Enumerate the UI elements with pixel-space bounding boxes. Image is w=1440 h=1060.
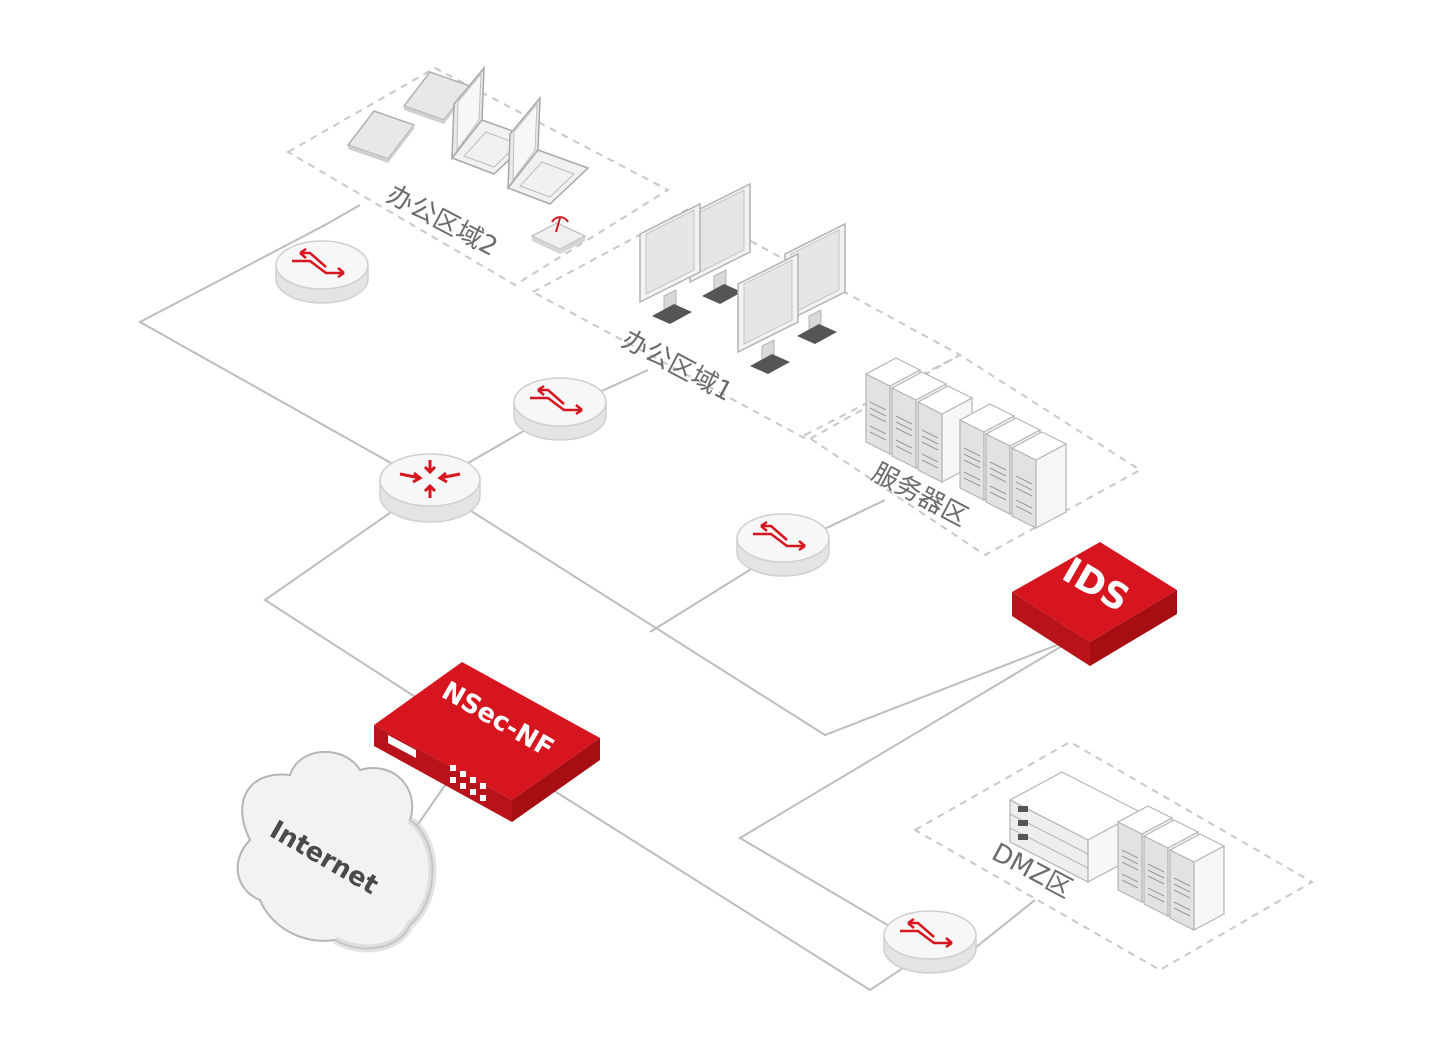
firewall-appliance: NSec-NF — [374, 662, 600, 822]
core-router-icon — [379, 453, 481, 523]
internet-cloud-icon: Internet — [236, 750, 437, 953]
wifi-ap-icon — [530, 216, 587, 254]
zone-server: 服务器区 — [803, 353, 1142, 557]
zone-office1-label: 办公区域1 — [617, 325, 738, 408]
switch-icon-dmz — [882, 909, 978, 975]
switch-icon-server — [735, 512, 831, 578]
zone-office2-label: 办公区域2 — [382, 180, 503, 263]
switch-icon-office2 — [274, 239, 370, 305]
switch-icon-office1 — [512, 376, 608, 442]
ids-appliance: IDS — [1012, 542, 1177, 666]
